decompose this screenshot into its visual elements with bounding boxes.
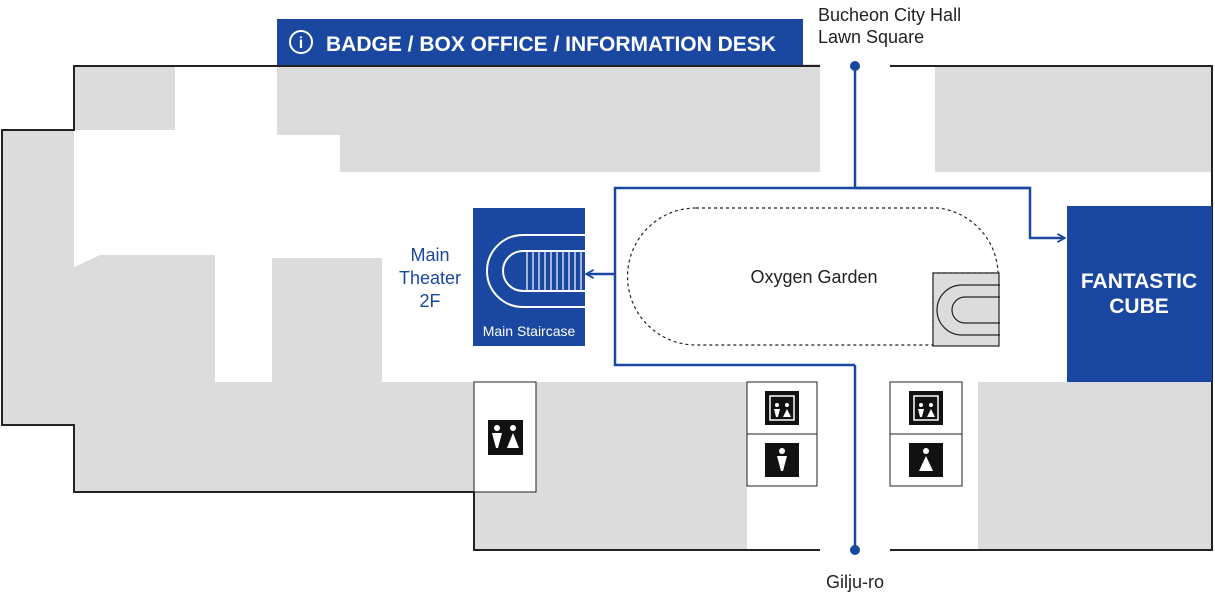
- mens-restroom-icon: [765, 443, 799, 477]
- main-theater-label: Main Theater 2F: [399, 245, 461, 311]
- womens-restroom[interactable]: [889, 433, 963, 487]
- elevator-right[interactable]: [889, 199, 963, 435]
- svg-text:Theater: Theater: [399, 268, 461, 288]
- south-entrance-label: Gilju-ro: [826, 572, 884, 592]
- south-entrance-dot[interactable]: [850, 545, 860, 555]
- fantastic-cube[interactable]: FANTASTIC CUBE: [1067, 206, 1212, 382]
- north-entrance-label-2: Lawn Square: [818, 27, 924, 47]
- mens-restroom[interactable]: [746, 433, 818, 487]
- elevator-icon: [765, 199, 799, 425]
- svg-text:i: i: [299, 35, 303, 52]
- info-icon: i: [289, 30, 313, 54]
- info-banner[interactable]: i BADGE / BOX OFFICE / INFORMATION DESK: [277, 19, 803, 65]
- restroom-icon: [488, 420, 523, 455]
- elevator-icon: [909, 199, 943, 425]
- svg-text:Main: Main: [410, 245, 449, 265]
- banner-label: BADGE / BOX OFFICE / INFORMATION DESK: [326, 33, 776, 56]
- building-blocks: [2, 64, 1212, 550]
- oxygen-garden[interactable]: Oxygen Garden: [626, 207, 999, 346]
- staircase-label: Main Staircase: [483, 323, 576, 339]
- staircase-icon: [936, 284, 1000, 336]
- svg-text:2F: 2F: [419, 291, 440, 311]
- route-path: [587, 66, 1064, 550]
- garden-stairs[interactable]: [932, 272, 1000, 347]
- cube-label-1: FANTASTIC: [1081, 270, 1197, 293]
- main-staircase[interactable]: Main Staircase: [473, 208, 586, 346]
- north-entrance-dot[interactable]: [850, 61, 860, 71]
- garden-label: Oxygen Garden: [750, 267, 877, 287]
- north-entrance-label-1: Bucheon City Hall: [818, 5, 961, 25]
- womens-restroom-icon: [909, 443, 943, 477]
- staircase-icon: [486, 234, 586, 308]
- restroom[interactable]: [473, 381, 537, 493]
- elevator-left[interactable]: [746, 199, 818, 435]
- cube-label-2: CUBE: [1109, 295, 1169, 318]
